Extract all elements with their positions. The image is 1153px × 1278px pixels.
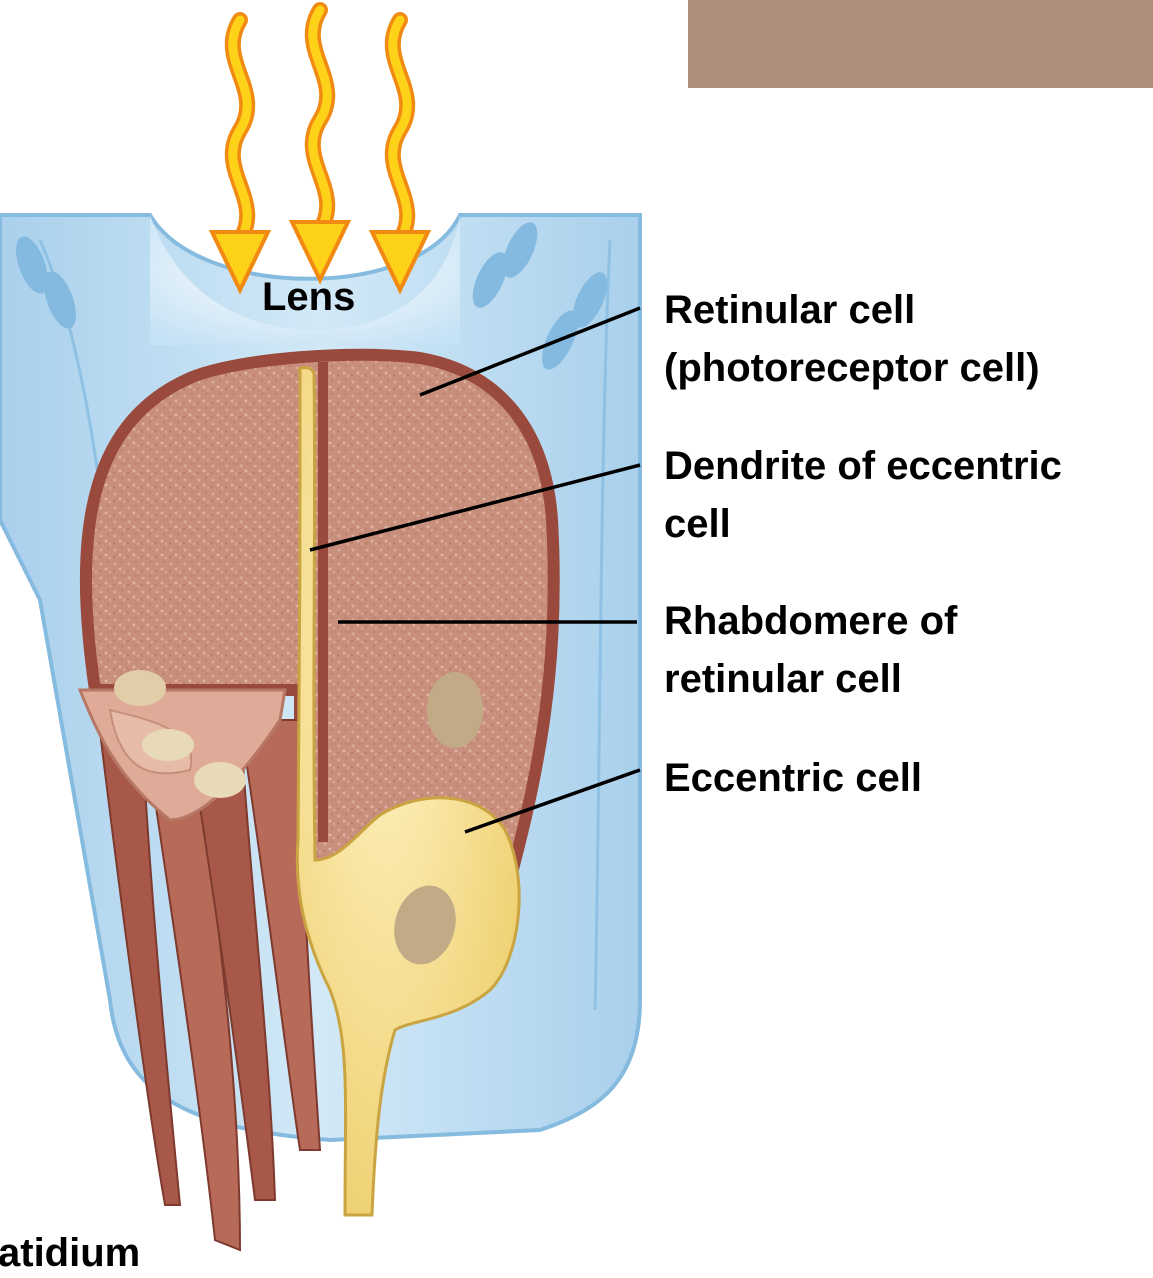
bottom-partial-label: atidium [0,1228,140,1278]
retinular-cell-label-2: (photoreceptor cell) [664,343,1040,393]
light-ray-arrow-icon [212,20,268,290]
dendrite-label-2: cell [664,499,731,549]
retinular-nucleus [142,729,194,761]
eccentric-cell-label: Eccentric cell [664,753,922,803]
retinular-cell-label: Retinular cell [664,285,915,335]
light-rays [212,10,428,290]
rhabdomere [318,362,328,842]
light-ray-arrow-icon [292,10,348,280]
retinular-nucleus [114,670,166,706]
lens-label: Lens [262,272,355,322]
retinular-nucleus [427,672,483,748]
retinular-nucleus [194,762,246,798]
dendrite-label: Dendrite of eccentric [664,441,1062,491]
rhabdomere-label: Rhabdomere of [664,596,957,646]
rhabdomere-label-2: retinular cell [664,654,902,704]
light-ray-arrow-icon [372,20,428,290]
